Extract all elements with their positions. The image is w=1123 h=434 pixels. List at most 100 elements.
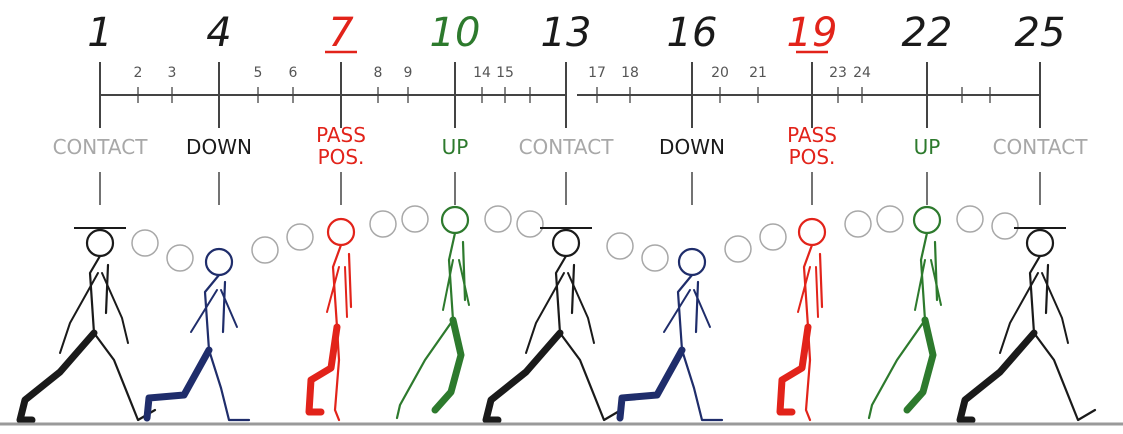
walk-figure bbox=[776, 217, 827, 422]
ghost-head bbox=[286, 223, 314, 251]
limb bbox=[447, 231, 457, 322]
limb bbox=[802, 243, 814, 329]
limb bbox=[1032, 331, 1097, 422]
walk-figure bbox=[16, 227, 157, 424]
limb bbox=[554, 254, 568, 335]
pose-label: CONTACT bbox=[993, 135, 1089, 159]
limb bbox=[59, 272, 99, 354]
walk-figure bbox=[143, 247, 251, 422]
inbetween-number: 5 bbox=[254, 65, 263, 81]
inbetween-number: 6 bbox=[289, 65, 298, 81]
walk-figure bbox=[305, 217, 356, 422]
limb bbox=[680, 348, 724, 422]
limb bbox=[221, 280, 227, 334]
pose-label: PASS bbox=[316, 123, 366, 147]
ghost-head bbox=[641, 244, 669, 272]
inbetween-number: 15 bbox=[496, 65, 514, 81]
limb bbox=[305, 323, 341, 416]
inbetween-number: 3 bbox=[168, 65, 177, 81]
pose-label: DOWN bbox=[659, 135, 725, 159]
limb bbox=[1028, 254, 1042, 335]
limb bbox=[101, 272, 129, 344]
inbetween-number: 20 bbox=[711, 65, 729, 81]
keyframe-number: 16 bbox=[667, 10, 718, 56]
figure-head bbox=[677, 247, 707, 277]
limb bbox=[331, 243, 343, 329]
ghost-head bbox=[991, 212, 1019, 240]
walk-figure bbox=[867, 205, 942, 420]
figure-head bbox=[912, 205, 942, 235]
limb bbox=[207, 348, 251, 422]
walk-figures bbox=[16, 205, 1097, 424]
limb bbox=[914, 259, 926, 311]
walk-figure bbox=[616, 247, 724, 422]
figure-head bbox=[204, 247, 234, 277]
ghost-head bbox=[956, 205, 984, 233]
inbetween-number: 24 bbox=[853, 65, 871, 81]
limb bbox=[1044, 263, 1050, 315]
limb bbox=[143, 346, 213, 422]
limb bbox=[797, 266, 811, 313]
limb bbox=[930, 259, 942, 306]
limb bbox=[570, 263, 576, 315]
figure-head bbox=[551, 228, 581, 258]
limb bbox=[431, 316, 465, 414]
limb bbox=[956, 329, 1038, 424]
inbetween-number: 21 bbox=[749, 65, 767, 81]
ghost-head bbox=[876, 205, 904, 233]
keyframe-number: 10 bbox=[430, 10, 481, 56]
limb bbox=[203, 273, 221, 352]
limb bbox=[567, 272, 595, 344]
limb bbox=[903, 316, 937, 414]
limb bbox=[525, 272, 565, 354]
figure-head bbox=[326, 217, 356, 247]
head-trajectory-ghosts bbox=[131, 205, 1019, 272]
inbetween-number: 9 bbox=[404, 65, 413, 81]
limb bbox=[88, 254, 102, 335]
inbetween-number: 8 bbox=[374, 65, 383, 81]
limb bbox=[1041, 272, 1069, 344]
limb bbox=[16, 329, 98, 424]
limb bbox=[818, 252, 824, 309]
limb bbox=[482, 329, 564, 424]
limb bbox=[919, 231, 929, 322]
ghost-head bbox=[401, 205, 429, 233]
limb bbox=[693, 289, 711, 328]
inbetween-number: 14 bbox=[473, 65, 491, 81]
keyframe-number: 22 bbox=[902, 10, 953, 56]
pose-label: CONTACT bbox=[53, 135, 149, 159]
limb bbox=[694, 280, 700, 334]
limb bbox=[442, 259, 454, 311]
ghost-head bbox=[759, 223, 787, 251]
limb bbox=[344, 266, 348, 318]
limb bbox=[326, 266, 340, 313]
ghost-head bbox=[844, 210, 872, 238]
figure-head bbox=[440, 205, 470, 235]
keyframe-number: 1 bbox=[87, 10, 112, 56]
limb bbox=[999, 272, 1039, 354]
ghost-head bbox=[724, 235, 752, 263]
limb bbox=[663, 289, 691, 333]
keyframe-number: 19 bbox=[787, 10, 838, 56]
keyframe-number: 4 bbox=[206, 10, 231, 56]
figure-head bbox=[1025, 228, 1055, 258]
pose-label: PASS bbox=[787, 123, 837, 147]
frame-timeline bbox=[99, 62, 1041, 205]
limb bbox=[776, 323, 812, 416]
inbetween-number: 17 bbox=[588, 65, 606, 81]
ghost-head bbox=[251, 236, 279, 264]
keyframe-number: 25 bbox=[1015, 10, 1066, 56]
pose-label: POS. bbox=[789, 145, 836, 169]
ghost-head bbox=[606, 232, 634, 260]
keyframe-number: 7 bbox=[328, 10, 354, 56]
limb bbox=[867, 318, 927, 420]
limb bbox=[461, 240, 467, 302]
ghost-head bbox=[516, 210, 544, 238]
limb bbox=[933, 240, 939, 302]
ghost-head bbox=[131, 229, 159, 257]
pose-label: CONTACT bbox=[519, 135, 615, 159]
